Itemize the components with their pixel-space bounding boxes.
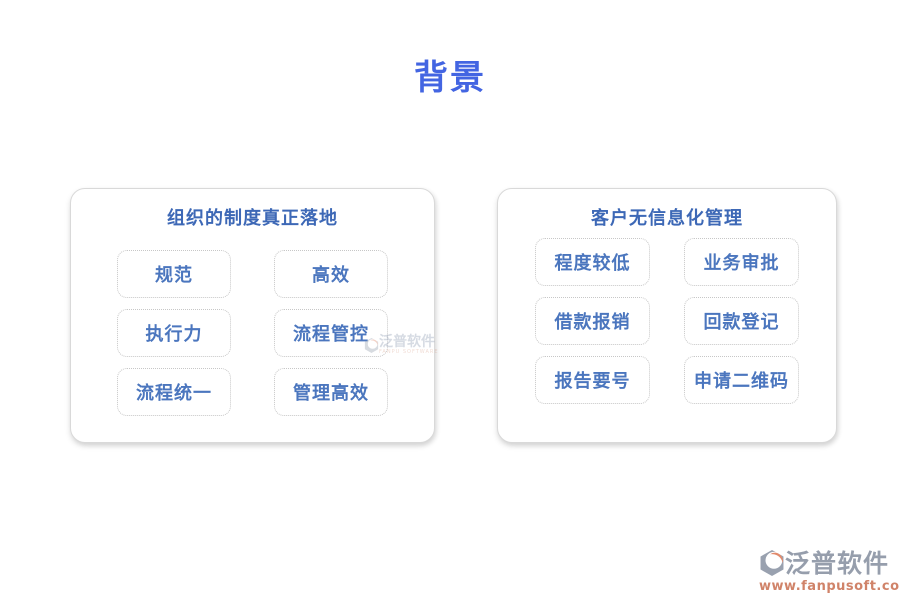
feature-pill: 业务审批 [684, 238, 799, 286]
feature-pill: 高效 [274, 250, 388, 298]
feature-pill: 程度较低 [535, 238, 650, 286]
feature-pill: 借款报销 [535, 297, 650, 345]
feature-pill: 流程管控 [274, 309, 388, 357]
watermark-brand-name: 泛普软件 [379, 334, 435, 350]
fanpu-logo-icon [364, 338, 379, 353]
feature-pill: 申请二维码 [684, 356, 799, 404]
card-title: 客户无信息化管理 [591, 208, 743, 229]
watermark-text-block: 泛普软件 FANPU SOFTWARE [379, 335, 439, 356]
feature-pill: 回款登记 [684, 297, 799, 345]
card-title: 组织的制度真正落地 [167, 208, 338, 229]
brand-logo-row: 泛普软件 [759, 548, 893, 578]
watermark-logo: 泛普软件 FANPU SOFTWARE [364, 335, 439, 356]
watermark-subtext: FANPU SOFTWARE [379, 349, 439, 355]
page-title: 背景 [414, 58, 486, 98]
feature-pill: 流程统一 [117, 368, 231, 416]
brand-logo: 泛普软件 www.fanpusoft.com [759, 548, 900, 594]
card-customer-no-informatization: 客户无信息化管理 程度较低 业务审批 借款报销 回款登记 报告要号 申请二维码 [497, 188, 837, 443]
card-organization-system: 组织的制度真正落地 规范 高效 执行力 流程管控 流程统一 管理高效 [70, 188, 435, 443]
feature-pill: 管理高效 [274, 368, 388, 416]
feature-pill: 执行力 [117, 309, 231, 357]
brand-website: www.fanpusoft.com [759, 579, 900, 594]
feature-pill-grid: 程度较低 业务审批 借款报销 回款登记 报告要号 申请二维码 [498, 238, 836, 404]
fanpu-logo-icon [760, 550, 784, 576]
feature-pill: 报告要号 [535, 356, 650, 404]
brand-name: 泛普软件 [785, 548, 890, 578]
feature-pill: 规范 [117, 250, 231, 298]
feature-pill-grid: 规范 高效 执行力 流程管控 流程统一 管理高效 [71, 250, 434, 416]
